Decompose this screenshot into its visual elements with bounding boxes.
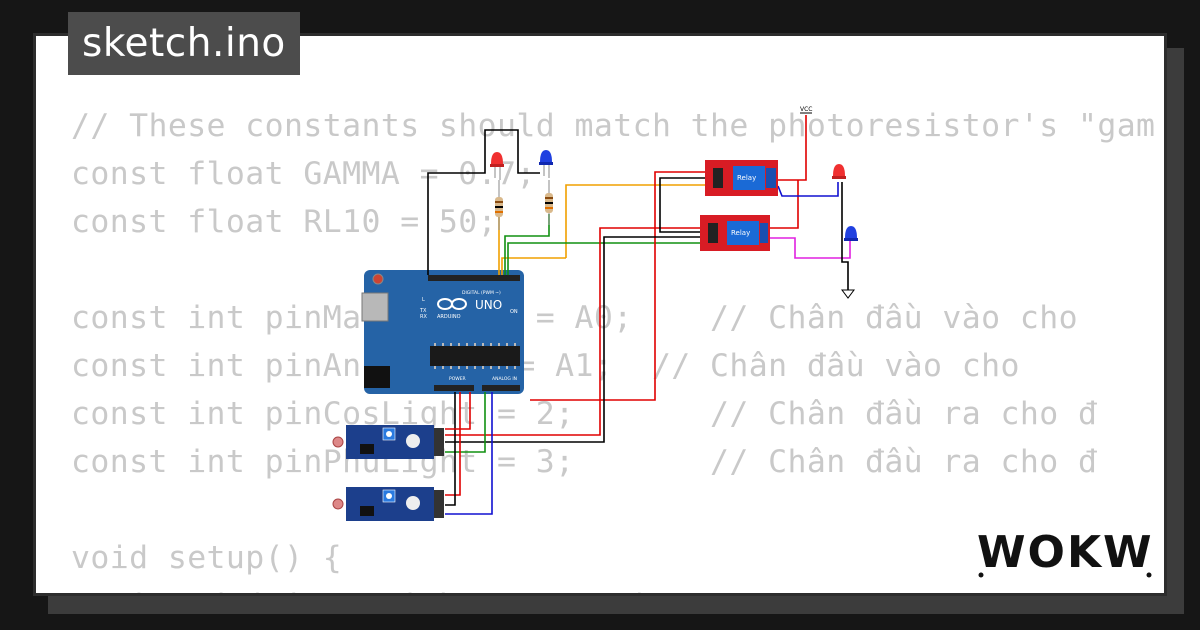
wire-black — [445, 392, 456, 506]
wires — [427, 115, 851, 515]
wokwi-logo-text: WOKWi — [977, 527, 1155, 578]
photoresistor-module-2[interactable] — [332, 487, 444, 521]
code-line: // These constants should match the phot… — [71, 108, 1156, 144]
atmega-chip — [430, 346, 520, 366]
wire-red — [530, 171, 705, 401]
arduino-uno-board[interactable]: UNO ARDUINO DIGITAL (PWM ~) POWER ANALOG… — [361, 270, 524, 394]
tx-label: TX — [419, 308, 427, 314]
reset-button[interactable] — [372, 273, 384, 285]
wire-red — [445, 227, 700, 436]
vcc-label: VCC — [800, 106, 812, 113]
wire-black — [841, 182, 849, 290]
relay-2-label: Relay — [731, 229, 750, 237]
wire-magenta — [770, 237, 851, 259]
wokwi-logo: WOKWi — [977, 527, 1155, 578]
resistor-1[interactable] — [495, 180, 503, 230]
wire-black — [659, 177, 705, 233]
relay-module-1[interactable]: Relay — [705, 160, 778, 196]
code-line: const int pinCosLight = 2; // Chân đầu r… — [71, 396, 1098, 432]
ground-symbol-icon — [841, 289, 855, 299]
file-title-label: sketch.ino — [68, 12, 300, 75]
wire-green — [507, 242, 700, 275]
wire-black — [427, 129, 540, 275]
l-led-label: L — [422, 297, 425, 303]
led-blue-2-icon[interactable] — [844, 226, 858, 241]
code-line: void setup() { — [71, 540, 343, 576]
digital-header — [428, 275, 520, 281]
arduino-logo-icon — [437, 298, 467, 310]
code-line: pinMode(pinCosLight, OUTPUT); — [71, 588, 671, 593]
wire-red — [445, 392, 461, 496]
wire-orange — [565, 184, 705, 258]
power-label: POWER — [449, 376, 466, 382]
photoresistor-module-1[interactable] — [332, 425, 444, 459]
wire-green — [504, 214, 550, 275]
wire-blue — [777, 182, 839, 197]
led-red-2-icon[interactable] — [832, 164, 846, 179]
resistor-2[interactable] — [545, 180, 553, 225]
board-model-label: UNO — [475, 298, 502, 312]
digital-label: DIGITAL (PWM ~) — [462, 290, 501, 296]
wire-orange — [501, 257, 566, 275]
board-brand-label: ARDUINO — [437, 314, 461, 320]
wire-black — [445, 236, 700, 443]
wire-red — [778, 115, 807, 181]
wire-red — [445, 392, 471, 430]
relay-1-label: Relay — [737, 174, 756, 182]
analog-header — [482, 385, 520, 391]
code-line: const float RL10 = 50; — [71, 204, 498, 240]
wire-green — [445, 392, 486, 453]
power-jack — [364, 366, 390, 388]
wire-blue — [445, 392, 493, 515]
relay-module-2[interactable]: Relay — [700, 215, 770, 251]
rx-label: RX — [420, 314, 427, 320]
analog-label: ANALOG IN — [492, 376, 517, 382]
led-red-1-icon[interactable] — [490, 152, 504, 180]
power-header — [434, 385, 474, 391]
code-line: const float GAMMA = 0.7; — [71, 156, 536, 192]
code-line: const int pinMainSensor = A0; // Chân đầ… — [71, 300, 1078, 336]
on-led-label: ON — [510, 309, 518, 315]
led-blue-1-icon[interactable] — [539, 150, 553, 178]
usb-port — [361, 292, 389, 322]
